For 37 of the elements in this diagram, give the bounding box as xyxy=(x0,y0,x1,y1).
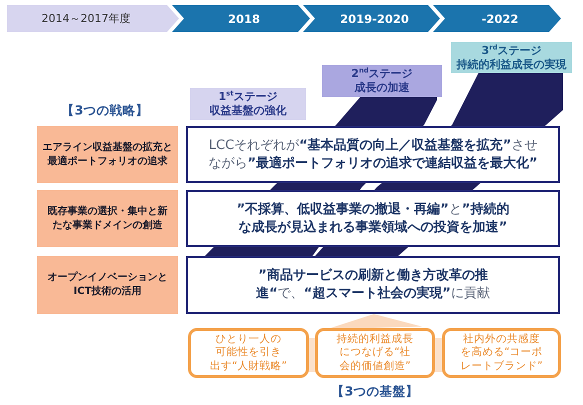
foundation-text: 持続的利益成長につなげる“社会的価値創造” xyxy=(336,332,414,374)
period-banner xyxy=(433,5,561,32)
initiative-text: ”商品サービスの刷新と働き方改革の推進“で、“超スマート社会の実現”に貢献 xyxy=(255,267,491,303)
period-banner xyxy=(7,5,179,32)
initiative-box xyxy=(186,256,560,314)
initiative-text: LCCそれぞれが“基本品質の向上／収益基盤を拡充”させながら”最適ポートフォリオの追求で連結収益を最大化” xyxy=(207,136,539,172)
strategy-text: オープンイノベーションとICT技術の活用 xyxy=(46,271,168,299)
section-heading: 【3つの基盤】 xyxy=(332,384,418,400)
stage-box xyxy=(190,88,306,120)
strategy-box xyxy=(37,256,178,314)
initiative-box xyxy=(186,190,560,247)
foundation-text: 社内外の共感度を高める“コーポレートブランド” xyxy=(459,332,544,374)
foundation-box xyxy=(188,328,309,378)
strategy-text: 既存事業の選択・集中と新たな事業ドメインの創造 xyxy=(46,204,168,232)
initiative-text: ”不採算、低収益事業の撤退・再編”と”持続的な成長が見込まれる事業領域への投資を加速” xyxy=(236,200,510,236)
stage-title: 持続的利益成長の実現 xyxy=(456,58,566,72)
period-label: 2018 xyxy=(228,12,260,26)
period-banner xyxy=(172,5,310,32)
stage-box xyxy=(322,65,442,97)
foundation-box xyxy=(315,328,435,378)
stage-number: 1$^{st}$ステージ xyxy=(218,90,278,104)
stage-number: 3$^{rd}$ステージ xyxy=(482,44,542,58)
period-banner xyxy=(303,5,440,32)
strategy-box xyxy=(37,190,178,247)
foundation-box xyxy=(442,328,561,378)
period-label: 2019-2020 xyxy=(340,12,409,26)
stage-title: 収益基盤の強化 xyxy=(210,104,286,118)
strategy-text: エアライン収益基盤の拡充と最適ポートフォリオの追求 xyxy=(42,140,174,168)
stage-title: 成長の加速 xyxy=(354,81,410,95)
stage-number: 2$^{nd}$ステージ xyxy=(351,67,413,81)
period-label: -2022 xyxy=(482,12,518,26)
section-heading: 【3つの戦略】 xyxy=(62,102,148,120)
strategy-box xyxy=(37,126,178,183)
period-label: 2014～2017年度 xyxy=(42,11,130,26)
foundation-text: ひとり一人の可能性を引き出す“人財戦略” xyxy=(209,332,288,374)
initiative-box xyxy=(186,126,560,183)
stage-box xyxy=(451,42,572,73)
